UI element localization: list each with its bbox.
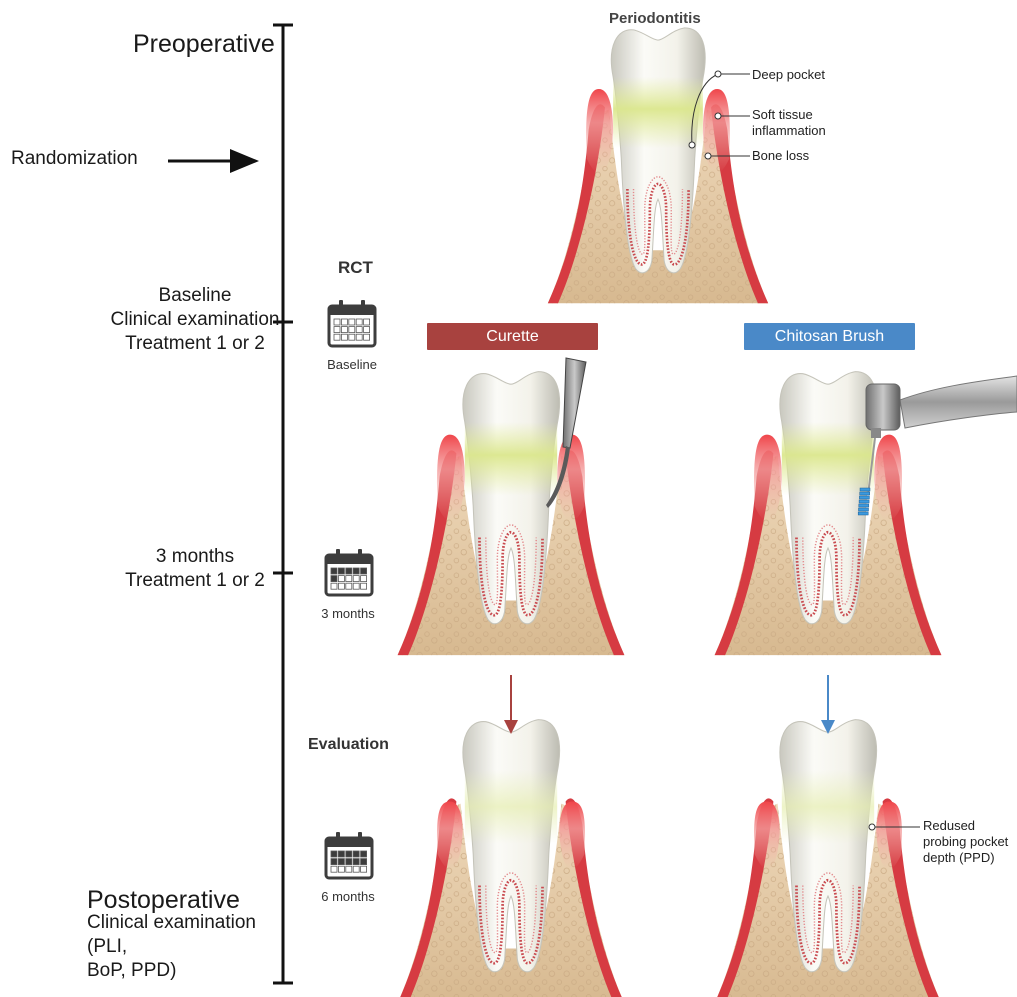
bone-loss-annotation: Bone loss	[752, 148, 809, 164]
six-months-calendar-icon	[326, 832, 372, 878]
three-months-block: 3 months Treatment 1 or 2	[80, 545, 310, 593]
reduced-ppd-line-2: probing pocket	[923, 834, 1008, 850]
randomization-arrow-head	[230, 149, 259, 173]
periodontitis-title: Periodontitis	[609, 10, 701, 27]
rct-label: RCT	[338, 258, 373, 278]
baseline-block: Baseline Clinical examination Treatment …	[80, 284, 310, 356]
reduced-ppd-line-1: Redused	[923, 818, 1008, 834]
chitosan-result-tooth	[715, 720, 942, 997]
baseline-line-3: Treatment 1 or 2	[80, 332, 310, 356]
three-months-calendar-icon	[326, 549, 372, 595]
deep-pocket-marker	[689, 142, 695, 148]
curette-treatment-header: Curette	[427, 323, 598, 350]
soft-tissue-line-1: Soft tissue	[752, 107, 826, 123]
randomization-label: Randomization	[11, 148, 138, 170]
soft-tissue-marker	[715, 113, 721, 119]
deep-pocket-annotation: Deep pocket	[752, 67, 825, 83]
reduced-ppd-annotation: Redused probing pocket depth (PPD)	[923, 818, 1008, 866]
three-months-line-2: Treatment 1 or 2	[80, 569, 310, 593]
baseline-calendar-icon	[329, 300, 375, 346]
three-months-line-1: 3 months	[80, 545, 310, 569]
preoperative-label: Preoperative	[133, 30, 275, 59]
periodontitis-tooth	[548, 28, 768, 303]
six-months-calendar-label: 6 months	[312, 889, 384, 904]
curette-result-tooth	[398, 720, 625, 997]
post-line-1: Clinical examination	[87, 911, 256, 935]
soft-tissue-annotation: Soft tissue inflammation	[752, 107, 826, 139]
baseline-line-2: Clinical examination	[80, 308, 310, 332]
curette-tooth	[398, 372, 625, 655]
postoperative-details: Clinical examination (PLI, BoP, PPD)	[87, 911, 256, 983]
soft-tissue-line-2: inflammation	[752, 123, 826, 139]
baseline-line-1: Baseline	[80, 284, 310, 308]
deep-pocket-marker-2	[715, 71, 721, 77]
reduced-ppd-line-3: depth (PPD)	[923, 850, 1008, 866]
reduced-ppd-marker	[869, 824, 875, 830]
post-line-2: (PLI,	[87, 935, 256, 959]
baseline-calendar-label: Baseline	[318, 357, 386, 372]
evaluation-label: Evaluation	[308, 736, 389, 754]
chitosan-brush-treatment-header: Chitosan Brush	[744, 323, 915, 350]
bone-loss-marker	[705, 153, 711, 159]
three-months-calendar-label: 3 months	[312, 606, 384, 621]
post-line-3: BoP, PPD)	[87, 959, 256, 983]
